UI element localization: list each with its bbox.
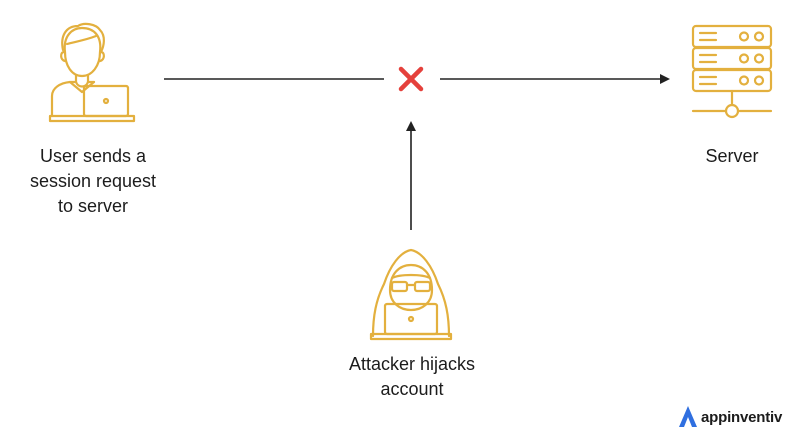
user-label: User sends a session request to server bbox=[0, 144, 186, 219]
attacker-label-line-1: Attacker hijacks bbox=[348, 354, 476, 374]
brand-name: appinventiv bbox=[701, 408, 783, 426]
server-label-text: Server bbox=[705, 146, 759, 166]
appinventiv-logo-icon bbox=[679, 406, 697, 427]
user-label-line-1: User sends a bbox=[39, 146, 147, 166]
user-laptop-icon bbox=[48, 22, 136, 123]
brand-logo: appinventiv bbox=[678, 404, 782, 430]
attacker-label-line-2: account bbox=[380, 379, 444, 399]
attacker-label: Attacker hijacks account bbox=[312, 352, 512, 402]
blocked-x-icon bbox=[398, 66, 424, 92]
user-label-line-2: session request bbox=[29, 171, 157, 191]
server-icon bbox=[691, 24, 773, 119]
user-label-line-3: to server bbox=[57, 196, 129, 216]
attacker-hacker-icon bbox=[369, 248, 453, 341]
server-label: Server bbox=[672, 144, 792, 169]
